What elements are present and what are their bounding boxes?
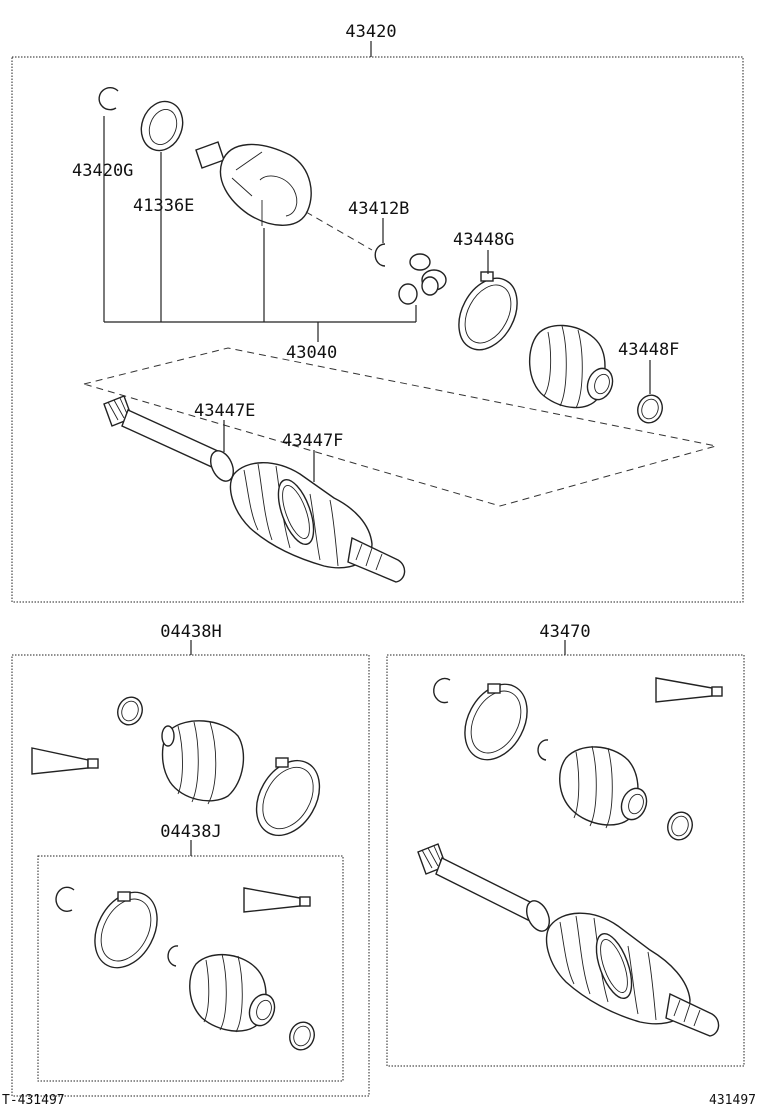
group-43470: 43470: [386, 622, 745, 1067]
snap-ring-43420g[interactable]: [98, 87, 119, 111]
snap-ring-43412b[interactable]: [374, 243, 386, 267]
assy-boot[interactable]: [559, 745, 651, 829]
label-43412b[interactable]: 43412B: [348, 199, 409, 219]
kit-h-boot[interactable]: [161, 720, 245, 805]
inboard-boot[interactable]: [528, 324, 617, 409]
label-43470[interactable]: 43470: [539, 622, 590, 642]
label-43448g[interactable]: 43448G: [453, 230, 514, 250]
assy-drive-shaft[interactable]: [417, 843, 720, 1037]
tripod-joint[interactable]: [398, 253, 447, 305]
label-43420g[interactable]: 43420G: [72, 161, 133, 181]
kit-j-large-clamp[interactable]: [82, 882, 169, 979]
leader-lines-43040: [103, 116, 417, 342]
assy-inner-ring[interactable]: [537, 739, 549, 761]
label-43447f[interactable]: 43447F: [282, 431, 343, 451]
group-43420: 43420 43420G 41336E 43040: [11, 22, 744, 603]
assy-snap-ring[interactable]: [433, 677, 451, 704]
group-04438h: 04438H 04438J: [11, 622, 370, 1097]
kit-h-small-clamp[interactable]: [114, 694, 146, 729]
frame-04438j: [37, 855, 344, 1082]
boot-clamp-43448f[interactable]: [634, 392, 666, 427]
footer-right-code: 431497: [709, 1093, 756, 1108]
label-43448f[interactable]: 43448F: [618, 340, 679, 360]
kit-j-small-clamp[interactable]: [286, 1019, 318, 1054]
boot-clamp-43448g[interactable]: [447, 268, 529, 360]
kit-j-grease-tube[interactable]: [243, 887, 311, 913]
kit-j-snap-ring[interactable]: [55, 886, 75, 912]
label-43040[interactable]: 43040: [286, 343, 337, 363]
assy-large-clamp[interactable]: [452, 674, 539, 771]
frame-43420: [11, 56, 744, 603]
label-41336e[interactable]: 41336E: [133, 196, 194, 216]
label-43447e[interactable]: 43447E: [194, 401, 255, 421]
assy-small-clamp[interactable]: [664, 809, 696, 844]
drive-shaft[interactable]: [103, 395, 406, 583]
kit-j-inner-ring[interactable]: [167, 945, 179, 967]
dust-seal-41336e[interactable]: [135, 96, 190, 157]
kit-h-grease-tube[interactable]: [31, 747, 99, 775]
footer-left-code: T-431497: [2, 1093, 65, 1108]
kit-h-large-clamp[interactable]: [244, 749, 332, 846]
label-43420[interactable]: 43420: [345, 22, 396, 42]
kit-j-boot[interactable]: [189, 953, 279, 1033]
label-04438j[interactable]: 04438J: [160, 822, 221, 842]
inboard-joint-housing[interactable]: [195, 141, 312, 226]
label-04438h[interactable]: 04438H: [160, 622, 221, 642]
assy-grease-tube[interactable]: [655, 677, 723, 703]
